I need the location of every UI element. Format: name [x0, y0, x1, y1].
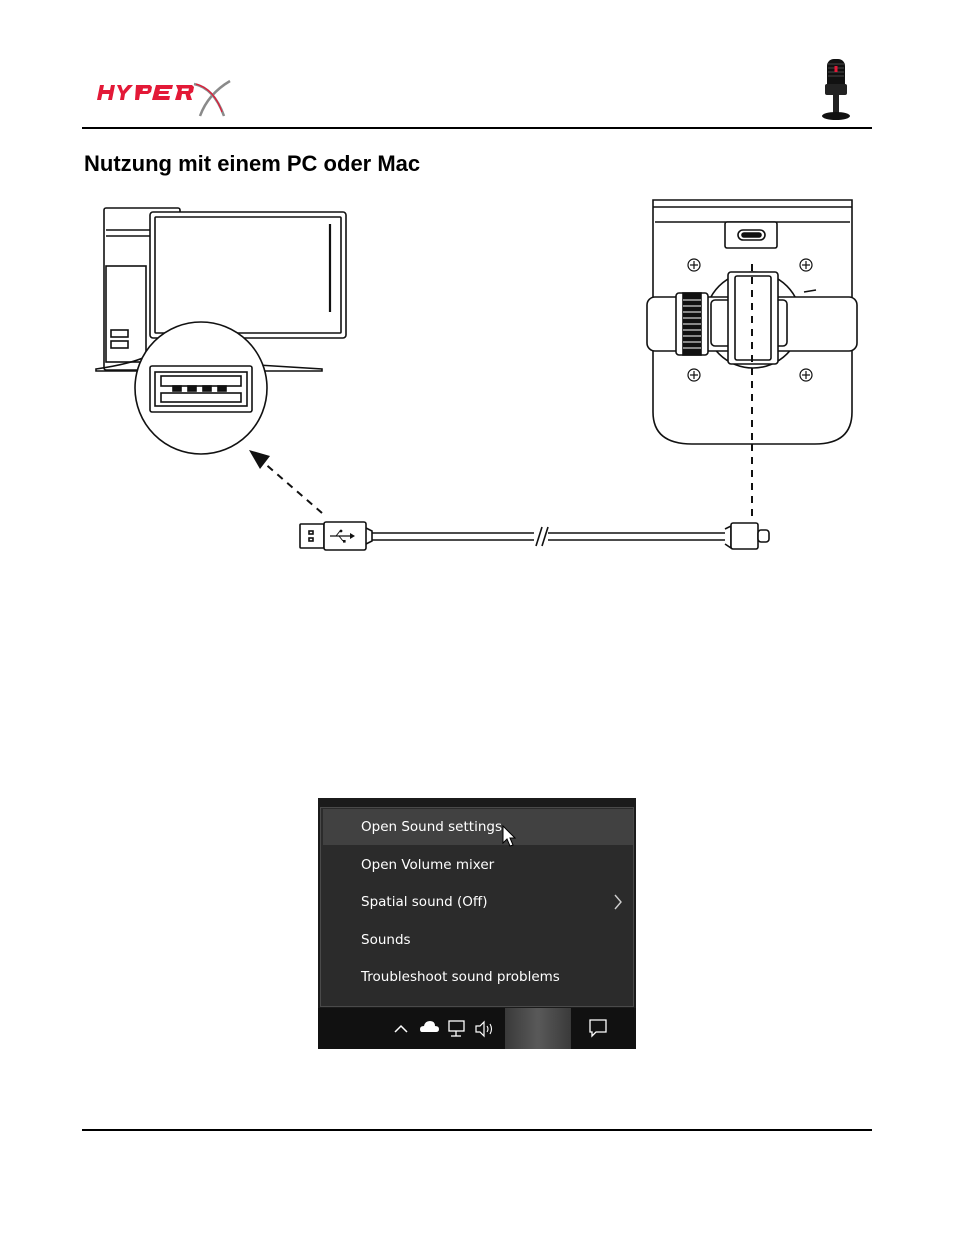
connection-diagram	[95, 199, 858, 551]
cloud-icon[interactable]	[418, 1008, 440, 1049]
menu-item-open-sound-settings[interactable]: Open Sound settings	[323, 809, 633, 845]
sound-context-menu: Open Sound settings Open Volume mixer Sp…	[320, 807, 634, 1007]
volume-icon[interactable]	[474, 1008, 496, 1049]
notification-icon[interactable]	[586, 1008, 610, 1049]
taskbar	[318, 1008, 636, 1049]
header-divider	[82, 127, 872, 129]
clock-area[interactable]	[505, 1008, 571, 1049]
menu-item-open-volume-mixer[interactable]: Open Volume mixer	[323, 847, 633, 883]
arrow-to-pc	[249, 450, 323, 514]
hyperx-logo	[97, 79, 231, 117]
usb-a-port-zoom	[134, 321, 268, 455]
chevron-right-icon	[614, 894, 622, 910]
menu-item-troubleshoot[interactable]: Troubleshoot sound problems	[323, 959, 633, 995]
page-title: Nutzung mit einem PC oder Mac	[84, 151, 421, 176]
usb-cable	[299, 521, 770, 551]
mouse-cursor-icon	[502, 825, 517, 847]
menu-item-sounds[interactable]: Sounds	[323, 922, 633, 958]
footer-divider	[82, 1129, 872, 1131]
chevron-up-icon[interactable]	[392, 1008, 410, 1049]
menu-item-label: Open Volume mixer	[361, 857, 495, 873]
menu-item-label: Open Sound settings	[361, 819, 502, 835]
network-icon[interactable]	[446, 1008, 468, 1049]
menu-item-label: Troubleshoot sound problems	[361, 969, 560, 985]
menu-item-label: Spatial sound (Off)	[361, 894, 488, 910]
windows-screenshot: Open Sound settings Open Volume mixer Sp…	[318, 798, 636, 1049]
menu-item-spatial-sound[interactable]: Spatial sound (Off)	[323, 884, 633, 920]
microphone-icon	[822, 59, 850, 120]
menu-item-label: Sounds	[361, 932, 411, 948]
